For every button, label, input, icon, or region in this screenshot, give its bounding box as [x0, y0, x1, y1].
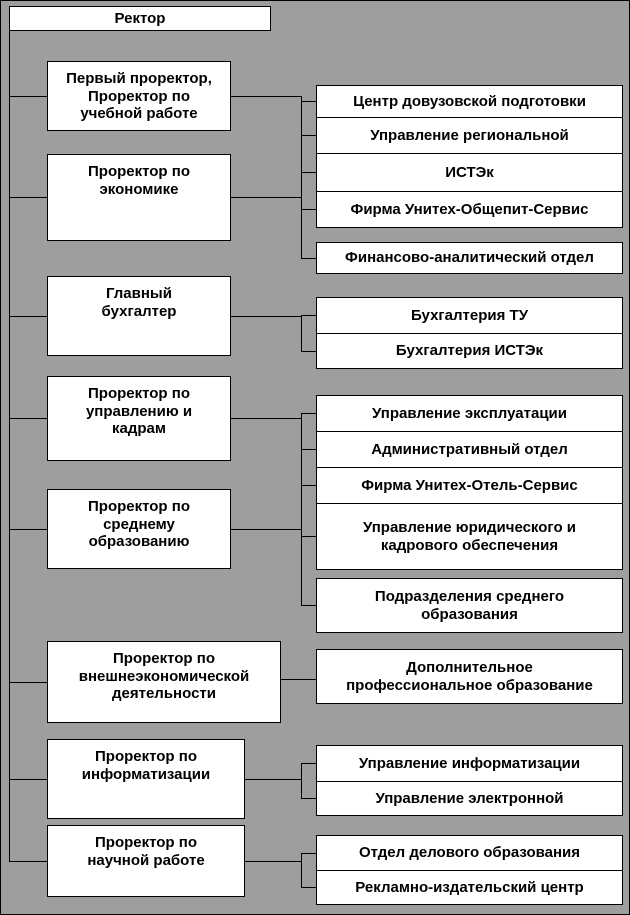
node-label: Бухгалтерия ТУ: [410, 306, 529, 324]
node-prorector-informatization: Проректор по информатизации: [47, 739, 245, 819]
node-label: Отдел делового образования: [358, 844, 581, 862]
connector-line: [301, 529, 302, 605]
unit-istek: ИСТЭк: [316, 153, 623, 192]
connector-line: [9, 31, 10, 862]
connector-line: [9, 197, 47, 198]
connector-line: [301, 101, 316, 102]
connector-line: [301, 315, 302, 351]
node-label: ИСТЭк: [445, 163, 494, 181]
connector-line: [301, 449, 316, 450]
connector-line: [301, 763, 302, 799]
unit-accounting-istek: Бухгалтерия ИСТЭк: [316, 333, 623, 369]
connector-line: [245, 861, 301, 862]
connector-line: [301, 172, 316, 173]
node-label: Рекламно-издательский центр: [355, 878, 584, 896]
unit-legal-and-personnel-administration: Управление юридического и кадрового обес…: [316, 503, 623, 570]
connector-line: [245, 779, 301, 780]
connector-line: [9, 861, 47, 862]
connector-line: [301, 197, 302, 258]
connector-line: [301, 485, 316, 486]
connector-line: [301, 209, 316, 210]
node-label: Проректор по информатизации: [81, 748, 211, 783]
node-label: Административный отдел: [371, 440, 568, 458]
connector-line: [301, 887, 316, 888]
unit-firm-unitech-obschepit-service: Фирма Унитех-Общепит-Сервис: [316, 191, 623, 228]
node-label: Проректор по экономике: [88, 163, 190, 198]
node-label: Проректор по внешнеэкономической деятель…: [78, 650, 250, 703]
connector-line: [9, 529, 47, 530]
node-label: Проректор по научной работе: [87, 834, 205, 869]
node-prorector-foreign-economic-affairs: Проректор по внешнеэкономической деятель…: [47, 641, 281, 723]
unit-electronic-administration: Управление электронной: [316, 781, 623, 816]
connector-line: [9, 96, 47, 97]
connector-line: [9, 779, 47, 780]
unit-regional-administration: Управление региональной: [316, 117, 623, 154]
connector-line: [301, 763, 316, 764]
node-label: Проректор по управлению и кадрам: [85, 385, 193, 438]
connector-line: [301, 258, 316, 259]
connector-line: [301, 315, 316, 316]
connector-line: [301, 853, 316, 854]
node-prorector-secondary-education: Проректор по среднему образованию: [47, 489, 231, 569]
connector-line: [231, 316, 301, 317]
connector-line: [301, 413, 302, 536]
connector-line: [231, 418, 301, 419]
unit-business-education-department: Отдел делового образования: [316, 835, 623, 871]
unit-pre-university-training-center: Центр довузовской подготовки: [316, 85, 623, 118]
unit-administrative-department: Административный отдел: [316, 431, 623, 468]
unit-financial-analytical-department: Финансово-аналитический отдел: [316, 242, 623, 274]
connector-line: [301, 605, 316, 606]
connector-line: [301, 853, 302, 888]
node-prorector-research: Проректор по научной работе: [47, 825, 245, 897]
node-label: Фирма Унитех-Общепит-Сервис: [350, 200, 589, 218]
connector-line: [231, 96, 301, 97]
unit-accounting-tu: Бухгалтерия ТУ: [316, 297, 623, 334]
connector-line: [301, 135, 316, 136]
node-chief-accountant: Главный бухгалтер: [47, 276, 231, 356]
connector-line: [9, 682, 47, 683]
node-label: Ректор: [114, 9, 166, 27]
unit-additional-professional-education: Дополнительное профессиональное образова…: [316, 649, 623, 704]
node-label: Первый проректор, Проректор по учебной р…: [66, 70, 212, 123]
node-label: Проректор по среднему образованию: [88, 498, 190, 551]
node-prorector-management-personnel: Проректор по управлению и кадрам: [47, 376, 231, 461]
node-label: Управление электронной: [375, 789, 564, 807]
connector-line: [231, 197, 301, 198]
connector-line: [301, 96, 302, 209]
node-label: Управление юридического и кадрового обес…: [362, 518, 577, 554]
node-prorector-economics: Проректор по экономике: [47, 154, 231, 241]
node-label: Финансово-аналитический отдел: [345, 249, 594, 267]
node-first-prorector-academic: Первый проректор, Проректор по учебной р…: [47, 61, 231, 131]
unit-operations-administration: Управление эксплуатации: [316, 395, 623, 432]
unit-firm-unitech-hotel-service: Фирма Унитех-Отель-Сервис: [316, 467, 623, 504]
node-label: Центр довузовской подготовки: [353, 92, 586, 110]
node-label: Главный бухгалтер: [101, 285, 177, 320]
node-label: Управление региональной: [370, 126, 569, 144]
node-label: Подразделения среднего образования: [374, 587, 565, 623]
connector-line: [301, 413, 316, 414]
node-label: Фирма Унитех-Отель-Сервис: [361, 476, 578, 494]
unit-informatization-administration: Управление информатизации: [316, 745, 623, 782]
connector-line: [9, 316, 47, 317]
connector-line: [301, 536, 316, 537]
node-label: Дополнительное профессиональное образова…: [346, 658, 593, 694]
node-label: Управление информатизации: [358, 754, 581, 772]
node-rector: Ректор: [9, 6, 271, 31]
connector-line: [281, 679, 316, 680]
connector-line: [231, 529, 301, 530]
unit-advertising-publishing-center: Рекламно-издательский центр: [316, 870, 623, 905]
node-label: Управление эксплуатации: [372, 404, 567, 422]
connector-line: [301, 351, 316, 352]
connector-line: [9, 418, 47, 419]
unit-secondary-education-divisions: Подразделения среднего образования: [316, 578, 623, 633]
connector-line: [301, 798, 316, 799]
node-label: Бухгалтерия ИСТЭк: [395, 342, 544, 360]
